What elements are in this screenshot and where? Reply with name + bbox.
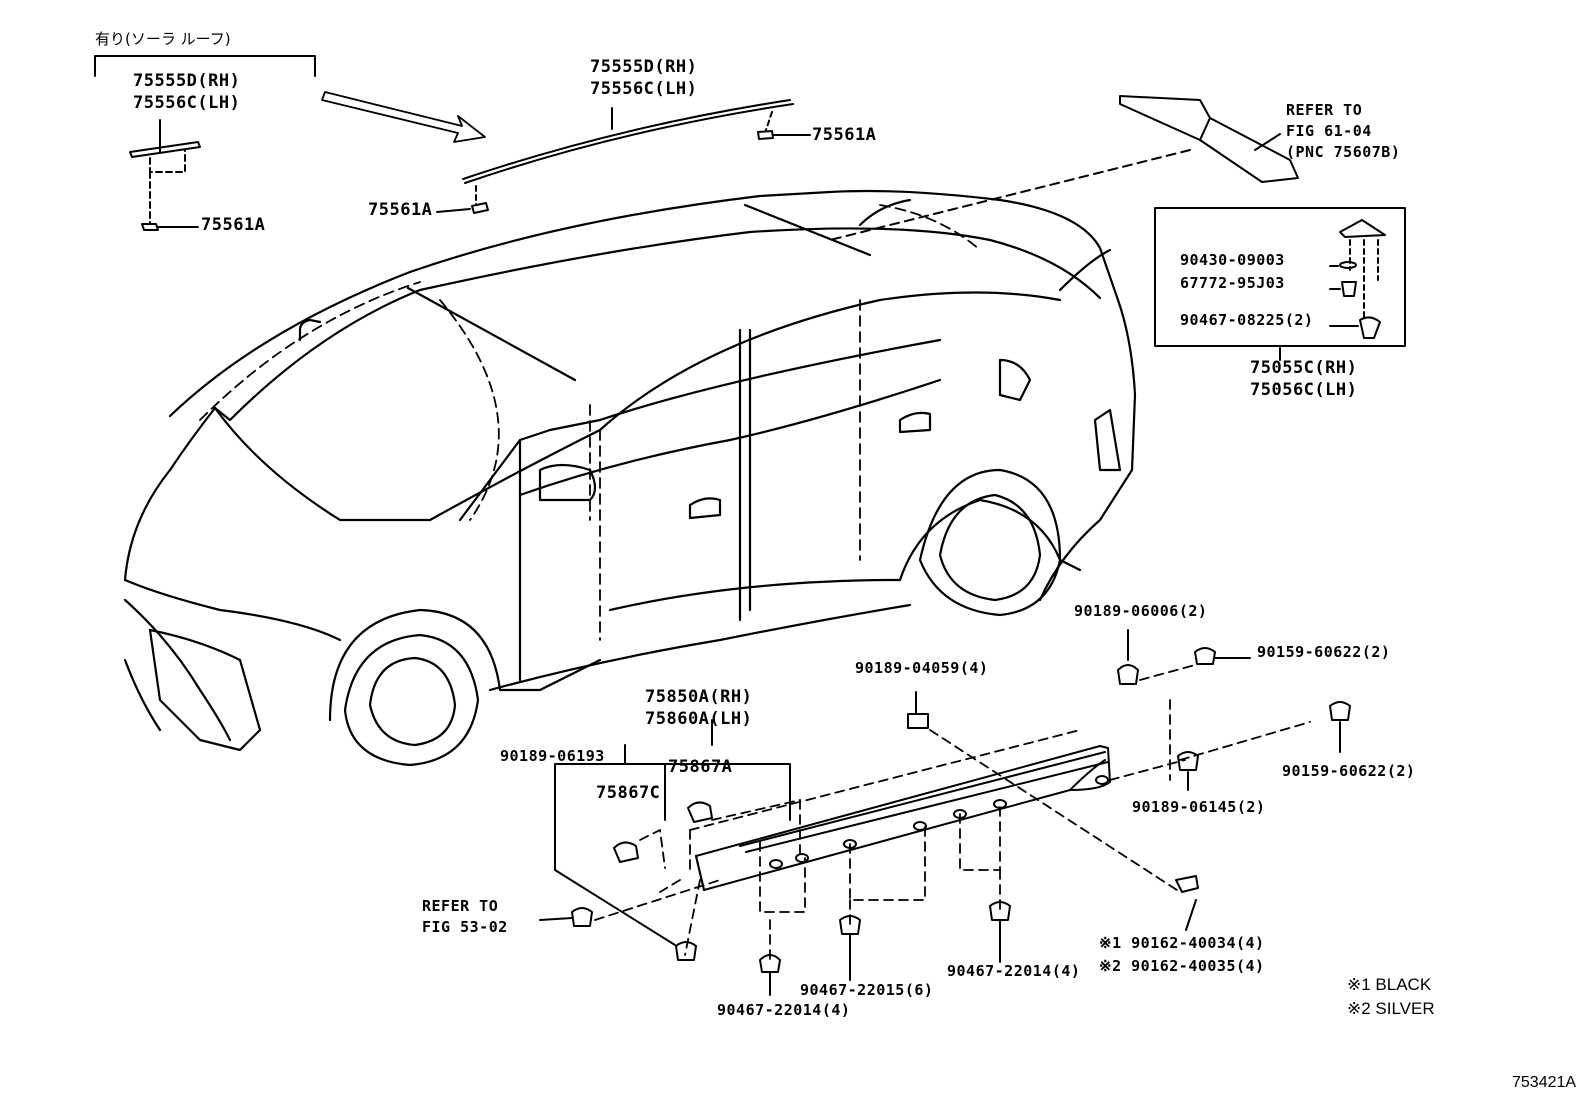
- vehicle-hidden-lines: [199, 204, 981, 641]
- part-label-75555d-rh-long: 75555D(RH) 75556C(LH): [590, 56, 697, 100]
- part-label-90189-04059: 90189-04059(4): [855, 659, 989, 677]
- part-label-75867a: 75867A: [668, 757, 733, 777]
- part-label-75850a-rh: 75850A(RH) 75860A(LH): [645, 686, 752, 730]
- assembly-leader-lines: [594, 664, 1311, 961]
- part-label-90189-06193: 90189-06193: [500, 747, 605, 765]
- part-label-90430-09003: 90430-09003: [1180, 251, 1285, 269]
- part-label-90467-22015: 90467-22015(6): [800, 981, 934, 999]
- refer-line: FIG 53-02: [422, 918, 508, 936]
- part-label-90159-60622-lower: 90159-60622(2): [1282, 762, 1416, 780]
- legend-black: ※1 BLACK: [1347, 975, 1432, 994]
- part-label-90467-08225: 90467-08225(2): [1180, 311, 1314, 329]
- solar-roof-note: 有り(ソーラ ルーフ): [95, 30, 231, 48]
- figure-id: 753421A: [1512, 1074, 1577, 1091]
- part-label-67772-95j03: 67772-95J03: [1180, 274, 1285, 292]
- part-label-90467-22014-left: 90467-22014(4): [717, 1001, 851, 1019]
- part-label-75055c-rh: 75055C(RH) 75056C(LH): [1250, 357, 1357, 401]
- direction-arrow: [321, 91, 486, 143]
- part-number: 75860A(LH): [645, 709, 753, 729]
- spoiler-detail-box: [1154, 207, 1406, 361]
- part-number: 75555D(RH): [590, 57, 698, 77]
- refer-line: (PNC 75607B): [1286, 143, 1401, 161]
- part-number: 75556C(LH): [590, 79, 698, 99]
- refer-to-fig-61-04: REFER TO FIG 61-04 (PNC 75607B): [1286, 100, 1400, 163]
- part-number: 75850A(RH): [645, 687, 753, 707]
- part-label-90467-22014-right: 90467-22014(4): [947, 962, 1081, 980]
- part-number: 75055C(RH): [1250, 358, 1358, 378]
- part-number: 75056C(LH): [1250, 380, 1358, 400]
- part-label-75867c: 75867C: [596, 783, 661, 803]
- part-label-90162-40035: ※2 90162-40035(4): [1099, 957, 1265, 975]
- part-label-75555d-rh-short: 75555D(RH) 75556C(LH): [133, 70, 240, 114]
- solar-roof-option-bracket: [94, 55, 316, 77]
- rear-spoiler-outline: [829, 95, 1299, 241]
- vehicle-outline: [123, 189, 1137, 767]
- fasteners: [539, 629, 1351, 996]
- assembly-bracket-lines: [554, 719, 791, 946]
- refer-line: REFER TO: [1286, 101, 1363, 119]
- part-label-75561a-left: 75561A: [201, 215, 266, 235]
- part-number: 75556C(LH): [133, 93, 241, 113]
- refer-line: REFER TO: [422, 897, 499, 915]
- legend-silver: ※2 SILVER: [1347, 999, 1435, 1018]
- part-label-75561a-right: 75561A: [812, 125, 877, 145]
- rocker-panel-moulding: [695, 745, 1111, 891]
- part-number: 75555D(RH): [133, 71, 241, 91]
- part-label-75561a-center: 75561A: [368, 200, 433, 220]
- part-label-90189-06006: 90189-06006(2): [1074, 602, 1208, 620]
- refer-to-fig-53-02: REFER TO FIG 53-02: [422, 896, 508, 938]
- part-label-90159-60622-upper: 90159-60622(2): [1257, 643, 1391, 661]
- refer-line: FIG 61-04: [1286, 122, 1372, 140]
- roof-molding-long: [436, 99, 811, 214]
- roof-molding-short: [129, 119, 201, 231]
- part-label-90189-06145: 90189-06145(2): [1132, 798, 1266, 816]
- part-label-90162-40034: ※1 90162-40034(4): [1099, 934, 1265, 952]
